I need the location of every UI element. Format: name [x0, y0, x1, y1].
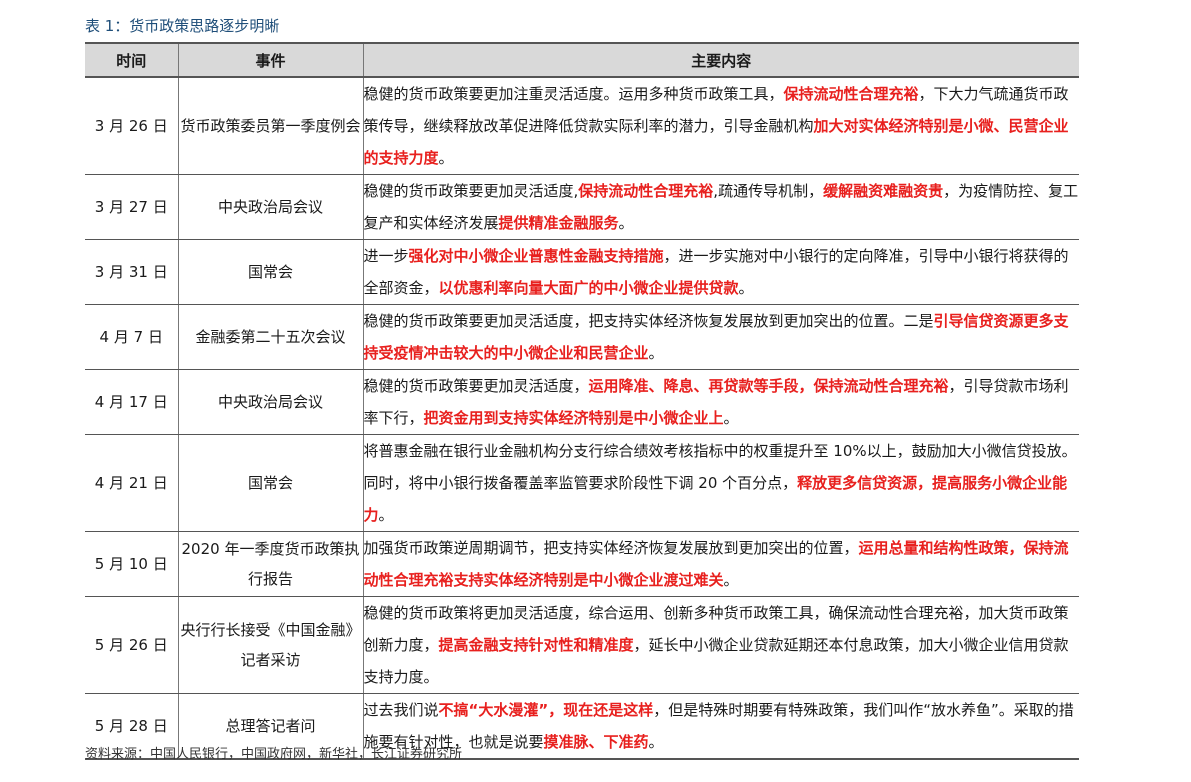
content-text: ，但是特殊时期要有特殊政策，我们叫作“放水养鱼”。采取的措施要有针对性，也就是说…	[363, 701, 1074, 751]
cell-event: 总理答记者问	[177, 693, 364, 760]
cell-time: 5 月 10 日	[85, 531, 179, 597]
policy-table: 时间 事件 主要内容 3 月 26 日 货币政策委员第一季度例会 稳健的货币政策…	[85, 42, 1079, 760]
content-text: 稳健的货币政策要更加灵活适度,	[363, 182, 579, 200]
highlight-text: 释放更多信贷资源，提高服务小微企业能力	[363, 474, 1068, 524]
cell-time: 3 月 31 日	[85, 239, 179, 305]
highlight-text: 引导信贷资源更多支持受疫情冲击较大的中小微企业和民营企业	[363, 312, 1069, 362]
cell-event: 国常会	[177, 434, 364, 532]
content-text: 。	[618, 214, 634, 232]
table-row: 4 月 21 日 国常会 将普惠金融在银行业金融机构分支行综合绩效考核指标中的权…	[85, 434, 1079, 532]
cell-time: 4 月 7 日	[85, 304, 179, 370]
cell-content: 稳健的货币政策要更加灵活适度,保持流动性合理充裕,疏通传导机制，缓解融资难融资贵…	[362, 174, 1079, 240]
highlight-text: 保持流动性合理充裕	[783, 85, 919, 103]
cell-time: 5 月 26 日	[85, 596, 179, 694]
content-text: ，进一步实施对中小银行的定向降准，引导中小银行将获得的全部资金，	[363, 247, 1069, 297]
table-row: 5 月 10 日 2020 年一季度货币政策执行报告 加强货币政策逆周期调节，把…	[85, 531, 1079, 597]
header-event: 事件	[177, 42, 364, 78]
cell-event: 货币政策委员第一季度例会	[177, 76, 364, 175]
cell-content: 稳健的货币政策要更加注重灵活适度。运用多种货币政策工具，保持流动性合理充裕，下大…	[362, 76, 1079, 175]
header-time: 时间	[85, 42, 179, 78]
content-text: ，为疫情防控、复工复产和实体经济发展	[363, 182, 1079, 232]
content-text: 。	[723, 409, 739, 427]
table-row: 3 月 26 日 货币政策委员第一季度例会 稳健的货币政策要更加注重灵活适度。运…	[85, 76, 1079, 175]
highlight-text: 不搞“大水漫灌”，现在还是这样	[438, 701, 654, 719]
content-text: 。	[723, 571, 739, 589]
cell-content: 将普惠金融在银行业金融机构分支行综合绩效考核指标中的权重提升至 10%以上，鼓励…	[362, 434, 1079, 532]
source-note: 资料来源：中国人民银行，中国政府网，新华社，长江证券研究所	[85, 747, 463, 762]
cell-event: 2020 年一季度货币政策执行报告	[177, 531, 364, 597]
cell-content: 稳健的货币政策要更加灵活适度，把支持实体经济恢复发展放到更加突出的位置。二是引导…	[362, 304, 1079, 370]
cell-event: 中央政治局会议	[177, 369, 364, 435]
header-content: 主要内容	[362, 42, 1079, 78]
cell-time: 3 月 27 日	[85, 174, 179, 240]
content-text: 稳健的货币政策要更加注重灵活适度。运用多种货币政策工具，	[363, 85, 784, 103]
content-text: 稳健的货币政策将更加灵活适度，综合运用、创新多种货币政策工具，确保流动性合理充裕…	[363, 604, 1069, 654]
highlight-text: 把资金用到支持实体经济特别是中小微企业上	[423, 409, 724, 427]
cell-time: 5 月 28 日	[85, 693, 179, 760]
table-row: 5 月 26 日 央行行长接受《中国金融》记者采访 稳健的货币政策将更加灵活适度…	[85, 596, 1079, 694]
content-text: ,疏通传导机制，	[713, 182, 824, 200]
content-text: 过去我们说	[363, 701, 439, 719]
content-text: 。	[648, 344, 664, 362]
highlight-text: 加大对实体经济特别是小微、民营企业的支持力度	[363, 117, 1069, 167]
highlight-text: 运用降准、降息、再贷款等手段，保持流动性合理充裕	[588, 377, 949, 395]
content-text: 。	[738, 279, 754, 297]
cell-content: 过去我们说不搞“大水漫灌”，现在还是这样，但是特殊时期要有特殊政策，我们叫作“放…	[362, 693, 1079, 760]
content-text: ，引导贷款市场利率下行，	[363, 377, 1069, 427]
highlight-text: 保持流动性合理充裕	[578, 182, 714, 200]
cell-time: 4 月 21 日	[85, 434, 179, 532]
content-text: ，延长中小微企业贷款延期还本付息政策，加大小微企业信用贷款支持力度。	[363, 636, 1069, 686]
content-text: 进一步	[363, 247, 409, 265]
table-caption: 表 1：货币政策思路逐步明晰	[85, 17, 280, 35]
content-text: ，下大力气疏通货币政策传导，继续释放改革促进降低贷款实际利率的潜力，引导金融机构	[363, 85, 1069, 135]
table-header-row: 时间 事件 主要内容	[85, 42, 1079, 78]
highlight-text: 强化对中小微企业普惠性金融支持措施	[408, 247, 664, 265]
cell-time: 3 月 26 日	[85, 76, 179, 175]
highlight-text: 提高金融支持针对性和精准度	[438, 636, 634, 654]
cell-time: 4 月 17 日	[85, 369, 179, 435]
content-text: 加强货币政策逆周期调节，把支持实体经济恢复发展放到更加突出的位置，	[363, 539, 859, 557]
cell-event: 金融委第二十五次会议	[177, 304, 364, 370]
content-text: 将普惠金融在银行业金融机构分支行综合绩效考核指标中的权重提升至 10%以上，鼓励…	[363, 442, 1077, 492]
cell-event: 央行行长接受《中国金融》记者采访	[177, 596, 364, 694]
cell-content: 稳健的货币政策要更加灵活适度，运用降准、降息、再贷款等手段，保持流动性合理充裕，…	[362, 369, 1079, 435]
cell-content: 加强货币政策逆周期调节，把支持实体经济恢复发展放到更加突出的位置，运用总量和结构…	[362, 531, 1079, 597]
content-text: 。	[438, 149, 454, 167]
cell-event: 国常会	[177, 239, 364, 305]
content-text: 。	[648, 733, 664, 751]
content-text: 。	[378, 506, 394, 524]
table-row: 3 月 27 日 中央政治局会议 稳健的货币政策要更加灵活适度,保持流动性合理充…	[85, 174, 1079, 240]
table-row: 4 月 17 日 中央政治局会议 稳健的货币政策要更加灵活适度，运用降准、降息、…	[85, 369, 1079, 435]
content-text: 稳健的货币政策要更加灵活适度，	[363, 377, 589, 395]
cell-content: 进一步强化对中小微企业普惠性金融支持措施，进一步实施对中小银行的定向降准，引导中…	[362, 239, 1079, 305]
cell-content: 稳健的货币政策将更加灵活适度，综合运用、创新多种货币政策工具，确保流动性合理充裕…	[362, 596, 1079, 694]
highlight-text: 缓解融资难融资贵	[823, 182, 944, 200]
content-text: 稳健的货币政策要更加灵活适度，把支持实体经济恢复发展放到更加突出的位置。二是	[363, 312, 934, 330]
highlight-text: 摸准脉、下准药	[543, 733, 649, 751]
table-row: 5 月 28 日 总理答记者问 过去我们说不搞“大水漫灌”，现在还是这样，但是特…	[85, 693, 1079, 760]
highlight-text: 以优惠利率向量大面广的中小微企业提供贷款	[438, 279, 739, 297]
cell-event: 中央政治局会议	[177, 174, 364, 240]
highlight-text: 运用总量和结构性政策，保持流动性合理充裕支持实体经济特别是中小微企业渡过难关	[363, 539, 1069, 589]
table-row: 3 月 31 日 国常会 进一步强化对中小微企业普惠性金融支持措施，进一步实施对…	[85, 239, 1079, 305]
highlight-text: 提供精准金融服务	[498, 214, 619, 232]
table-row: 4 月 7 日 金融委第二十五次会议 稳健的货币政策要更加灵活适度，把支持实体经…	[85, 304, 1079, 370]
